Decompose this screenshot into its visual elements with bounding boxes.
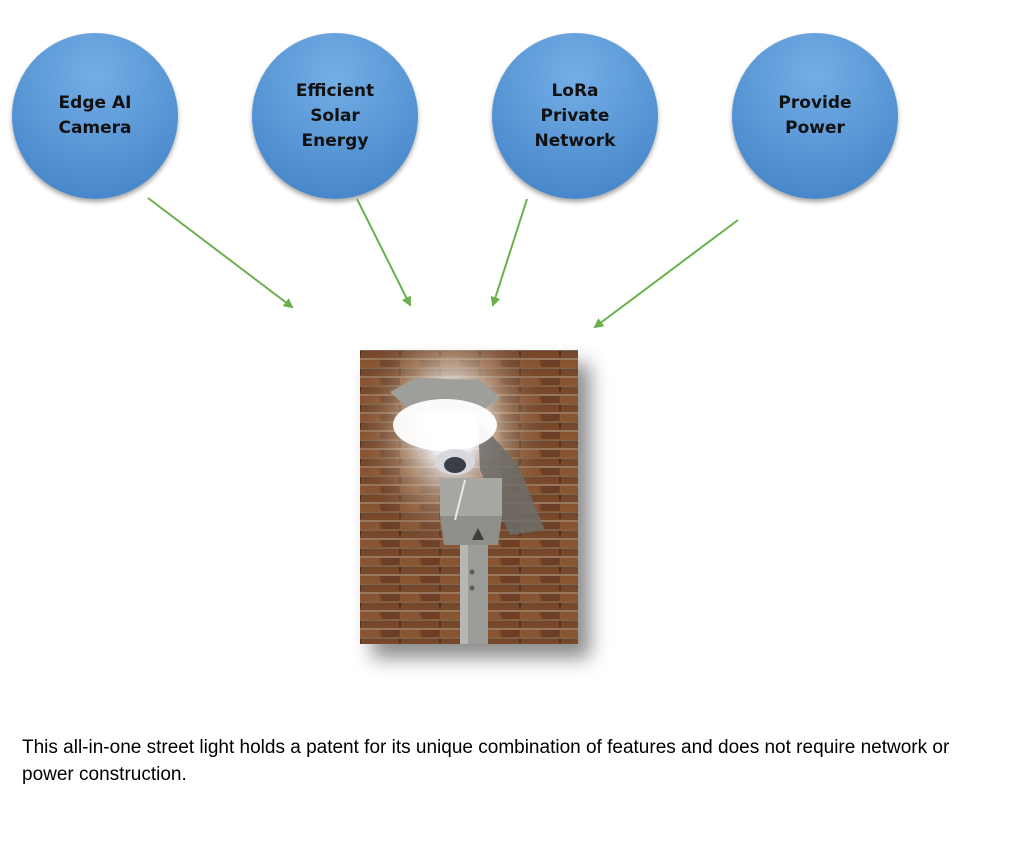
arrow-provide-power (593, 219, 739, 329)
solar-panel (478, 420, 545, 535)
feature-circle-edge-ai-camera: Edge AI Camera (12, 33, 178, 199)
feature-label-lora-private-network: LoRa Private Network (534, 80, 616, 151)
feature-circle-efficient-solar-energy: Efficient Solar Energy (252, 33, 418, 199)
arrow-lora-private-network (490, 198, 528, 307)
feature-label-edge-ai-camera: Edge AI Camera (58, 93, 132, 138)
arrow-edge-ai-camera (147, 197, 294, 309)
street-light-image (360, 350, 578, 644)
feature-circle-provide-power: Provide Power (732, 33, 898, 199)
street-light-photo (360, 350, 578, 644)
feature-label-provide-power: Provide Power (778, 93, 852, 138)
arrow-efficient-solar-energy (356, 198, 411, 307)
feature-label-efficient-solar-energy: Efficient Solar Energy (295, 80, 375, 151)
caption-text: This all-in-one street light holds a pat… (22, 737, 950, 785)
feature-circle-lora-private-network: LoRa Private Network (492, 33, 658, 199)
lamp-light (393, 399, 497, 451)
housing-box (440, 478, 502, 516)
